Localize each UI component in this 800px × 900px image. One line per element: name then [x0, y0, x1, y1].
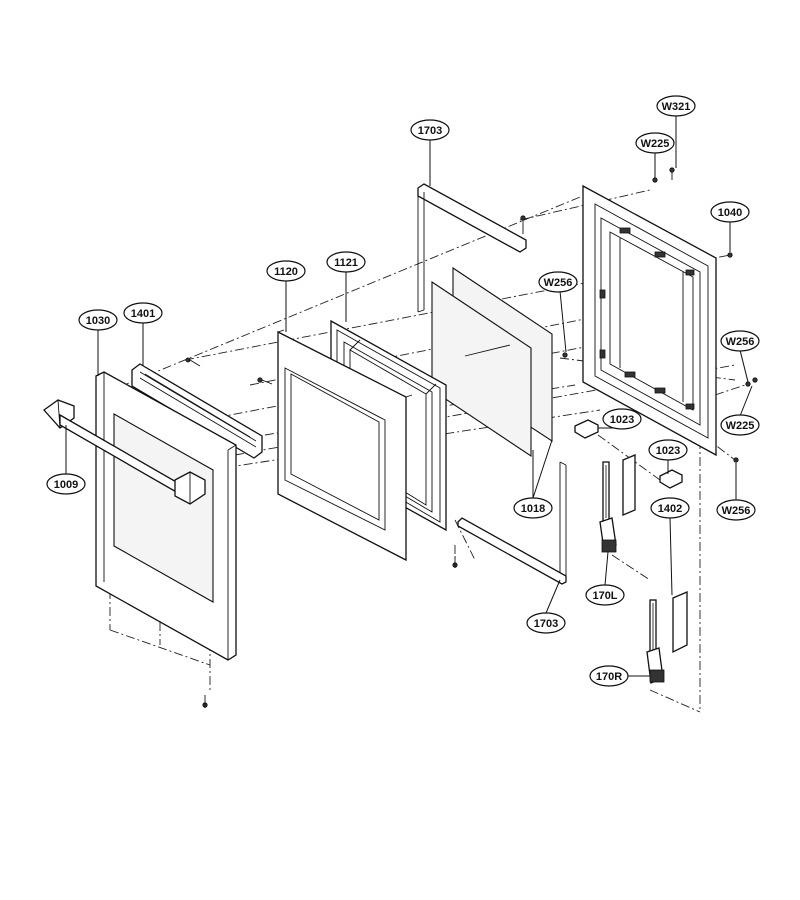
callout-label: 1401 [131, 308, 155, 320]
callout-w225-right: W225 [720, 414, 760, 436]
callout-1402: 1402 [650, 497, 690, 519]
callout-label: W256 [726, 336, 755, 348]
callout-label: 170R [596, 671, 622, 683]
door-liner-1120 [277, 329, 413, 562]
callout-1009: 1009 [46, 473, 86, 495]
callout-w256-upper: W256 [538, 271, 578, 293]
callout-1023-b: 1023 [648, 439, 688, 461]
seal-strip-1703-bottom [457, 461, 567, 585]
callout-label: W321 [662, 101, 691, 113]
callout-label: 1023 [656, 445, 680, 457]
callout-label: 1121 [334, 257, 358, 269]
callout-w225-top: W225 [635, 132, 675, 154]
callout-1703-bottom: 1703 [526, 612, 566, 634]
hinge-covers-1023 [574, 419, 683, 489]
callout-label: 1030 [86, 315, 110, 327]
callout-label: W256 [544, 277, 573, 289]
callout-1401: 1401 [123, 302, 163, 324]
callout-label: 1018 [521, 503, 545, 515]
callout-1023-a: 1023 [602, 408, 642, 430]
door-handle-1009 [43, 399, 206, 505]
callout-w256-low: W256 [716, 499, 756, 521]
callout-label: W256 [722, 505, 751, 517]
callout-label: 1009 [54, 479, 78, 491]
hinge-170R [646, 599, 665, 684]
callout-1040: 1040 [710, 201, 750, 223]
callout-label: 1703 [418, 125, 442, 137]
callout-w256-right: W256 [720, 330, 760, 352]
callout-1703-top: 1703 [410, 119, 450, 141]
callout-label: W225 [726, 420, 755, 432]
callout-label: 1703 [534, 618, 558, 630]
callout-1120: 1120 [266, 260, 306, 282]
callout-label: 1040 [718, 207, 742, 219]
callout-label: 1120 [274, 266, 298, 278]
callout-w321: W321 [656, 95, 696, 117]
inner-door-frame-1040 [582, 184, 717, 457]
callout-1018: 1018 [513, 497, 553, 519]
callout-170r: 170R [589, 665, 629, 687]
callout-1121: 1121 [326, 251, 366, 273]
glass-panes-1018 [431, 266, 553, 458]
callout-170l: 170L [585, 584, 625, 606]
hinge-brackets-1402 [622, 454, 688, 654]
callout-label: W225 [641, 138, 670, 150]
callout-label: 170L [592, 590, 617, 602]
trim-bar-1401 [131, 357, 263, 459]
screws [202, 167, 758, 708]
callout-label: 1402 [658, 503, 682, 515]
hinge-170L [599, 461, 617, 553]
seal-strip-1703-top [417, 183, 527, 313]
callout-label: 1023 [610, 414, 634, 426]
callout-1030: 1030 [78, 309, 118, 331]
